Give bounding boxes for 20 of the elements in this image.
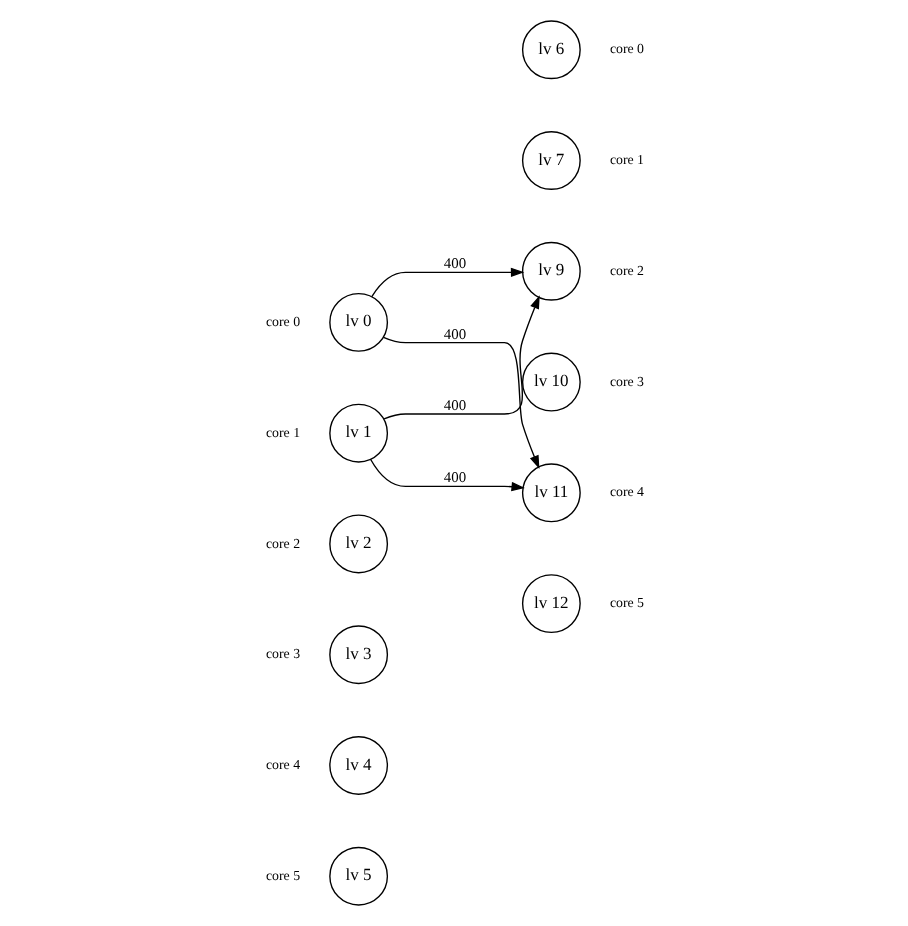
node-circle: lv 9 [520, 241, 580, 301]
node-circle: lv 12 [520, 574, 580, 633]
arrow [382, 295, 539, 420]
arrow [370, 267, 524, 298]
node-circle: lv 3 [328, 625, 388, 685]
node-circle: lv 4 [328, 736, 388, 795]
node-circle: lv 7 [520, 131, 580, 190]
node-circle: lv 11 [520, 463, 580, 523]
edge-label: 400 [442, 395, 466, 414]
node-circle: lv 1 [328, 403, 388, 463]
node-circle: lv 5 [328, 846, 388, 906]
edge-label: 400 [442, 324, 466, 343]
node-circle: lv 10 [520, 352, 580, 412]
arrow [369, 458, 524, 492]
node-circle: lv 6 [520, 20, 580, 80]
arrow [381, 336, 539, 469]
edge-label: 400 [442, 468, 466, 487]
node-circle: lv 2 [328, 514, 388, 574]
edge-label: 400 [442, 254, 466, 273]
node-circle: lv 0 [328, 293, 388, 352]
